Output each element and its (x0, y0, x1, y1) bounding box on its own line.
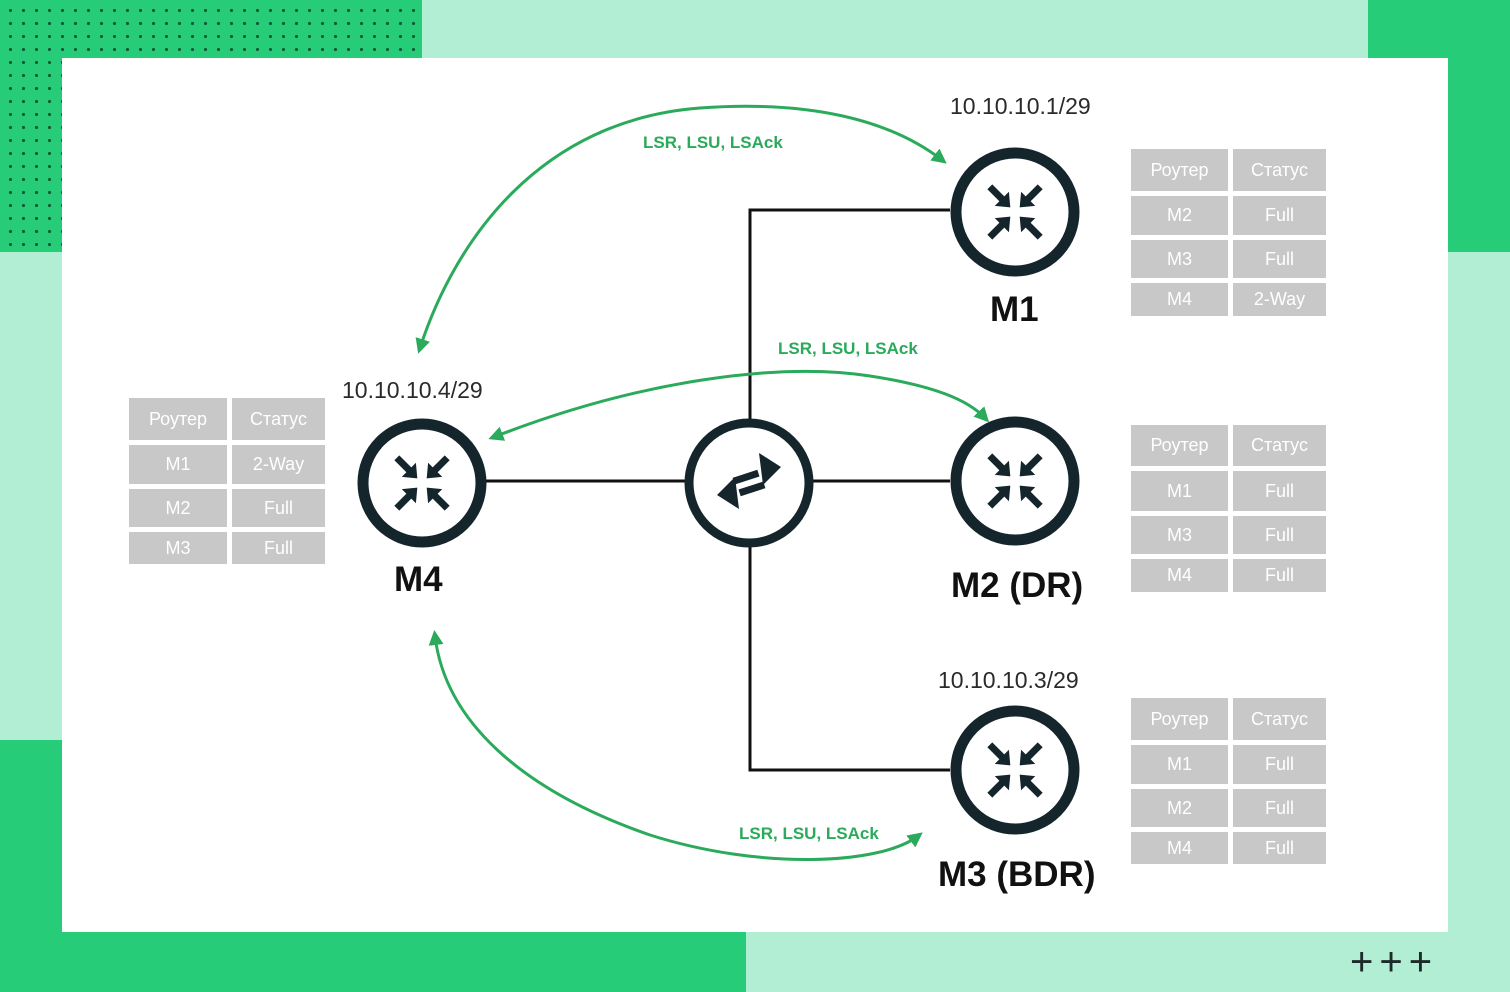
table-cell: M2 (1131, 789, 1228, 827)
table-cell: M3 (1131, 516, 1228, 554)
table-header: Роутер (1131, 698, 1228, 740)
arrow-m4-m2 (488, 369, 990, 441)
table-header: Роутер (1131, 425, 1228, 466)
table-cell: Full (1233, 745, 1326, 784)
router-m4-icon (357, 418, 487, 548)
table-cell: Full (232, 532, 325, 564)
router-m1-name: M1 (990, 290, 1039, 329)
link-switch-m3 (748, 542, 950, 772)
table-cell: M4 (1131, 832, 1228, 864)
table-cell: Full (1233, 471, 1326, 511)
router-m1-icon (950, 147, 1080, 277)
router-m4-name: M4 (394, 560, 443, 599)
message-label-middle: LSR, LSU, LSAck (778, 339, 918, 358)
table-cell: 2-Way (1233, 283, 1326, 316)
table-header: Роутер (1131, 149, 1228, 191)
table-cell: M1 (1131, 745, 1228, 784)
table-cell: M3 (129, 532, 227, 564)
ip-m3: 10.10.10.3/29 (938, 667, 1079, 693)
table-cell: Full (1233, 559, 1326, 592)
table-cell: Full (1233, 789, 1326, 827)
plus-marks: +++ (1350, 940, 1439, 984)
table-cell: M2 (129, 489, 227, 527)
router-m2-icon (950, 416, 1080, 546)
table-header: Статус (1233, 698, 1326, 740)
ip-m1: 10.10.10.1/29 (950, 93, 1091, 119)
table-cell: 2-Way (232, 445, 325, 484)
arrow-m4-m1 (415, 104, 947, 354)
table-cell: M2 (1131, 196, 1228, 235)
table-header: Статус (1233, 149, 1326, 191)
router-m2-name: M2 (DR) (951, 566, 1084, 605)
table-cell: M1 (129, 445, 227, 484)
table-cell: Full (232, 489, 325, 527)
arrow-m4-m3 (428, 630, 923, 862)
table-cell: M3 (1131, 240, 1228, 278)
table-cell: Full (1233, 516, 1326, 554)
table-header: Роутер (129, 398, 227, 440)
table-header: Статус (1233, 425, 1326, 466)
message-label-top: LSR, LSU, LSAck (643, 133, 783, 152)
table-cell: Full (1233, 196, 1326, 235)
switch-icon (684, 418, 814, 548)
table-cell: M4 (1131, 283, 1228, 316)
router-m3-icon (950, 705, 1080, 835)
router-m3-name: M3 (BDR) (938, 855, 1096, 894)
table-header: Статус (232, 398, 325, 440)
table-cell: M1 (1131, 471, 1228, 511)
link-switch-m1 (748, 208, 950, 420)
ip-m4: 10.10.10.4/29 (342, 377, 483, 403)
table-cell: Full (1233, 832, 1326, 864)
table-cell: M4 (1131, 559, 1228, 592)
table-cell: Full (1233, 240, 1326, 278)
message-label-bottom: LSR, LSU, LSAck (739, 824, 879, 843)
